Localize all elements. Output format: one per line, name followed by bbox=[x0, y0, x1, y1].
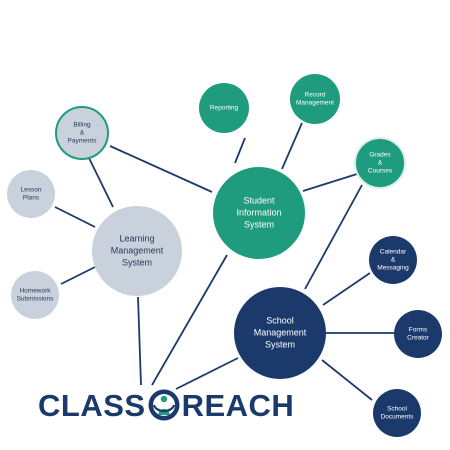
node-label-record: Management bbox=[296, 100, 334, 107]
node-label-calendar: Messaging bbox=[377, 265, 409, 272]
node-label-billing: Billing bbox=[73, 122, 91, 129]
diagram-nodes: StudentInformationSystemSchoolManagement… bbox=[7, 74, 442, 437]
node-label-sms: System bbox=[265, 339, 295, 349]
classreach-logo: CLASS REACH bbox=[38, 388, 294, 422]
node-calendar: Calendar&Messaging bbox=[369, 236, 417, 284]
node-circle-homework bbox=[11, 271, 59, 319]
node-label-calendar: & bbox=[391, 257, 396, 264]
connector-line bbox=[234, 137, 246, 164]
node-label-sis: Information bbox=[236, 207, 281, 217]
node-circle-record bbox=[290, 74, 340, 124]
connector-line bbox=[88, 157, 114, 208]
node-circle-grades bbox=[354, 137, 406, 189]
logo-text-class: CLASS bbox=[38, 387, 146, 423]
node-label-grades: Grades bbox=[369, 152, 391, 159]
node-circle-billing bbox=[55, 106, 109, 160]
node-label-forms: Forms bbox=[409, 327, 428, 334]
connector-line bbox=[281, 122, 303, 170]
node-label-documents: School bbox=[387, 406, 407, 413]
node-circle-reporting bbox=[199, 83, 249, 133]
node-reporting: Reporting bbox=[199, 83, 249, 133]
node-label-billing: Payments bbox=[68, 138, 98, 145]
connector-line bbox=[60, 266, 96, 285]
node-label-grades: Courses bbox=[368, 168, 393, 175]
node-label-sms: Management bbox=[254, 327, 307, 337]
connector-line bbox=[322, 272, 371, 306]
node-label-lms: Management bbox=[111, 245, 164, 255]
node-circle-lms bbox=[92, 206, 182, 296]
connector-line bbox=[175, 357, 239, 390]
connector-line bbox=[54, 206, 96, 228]
connector-line bbox=[302, 173, 358, 192]
logo-emblem-icon bbox=[148, 389, 180, 421]
connector-line bbox=[151, 254, 228, 386]
node-label-lesson: Plans bbox=[23, 195, 40, 202]
node-circle-documents bbox=[373, 389, 421, 437]
node-billing: Billing&Payments bbox=[55, 106, 109, 160]
node-label-lms: Learning bbox=[119, 233, 154, 243]
node-label-record: Record bbox=[305, 92, 326, 99]
node-label-reporting: Reporting bbox=[210, 105, 239, 112]
node-grades: Grades&Courses bbox=[354, 137, 406, 189]
node-label-documents: Documents bbox=[381, 414, 415, 421]
connector-lines bbox=[54, 122, 394, 401]
connector-line bbox=[109, 145, 213, 193]
connector-line bbox=[304, 184, 363, 290]
node-label-calendar: Calendar bbox=[380, 249, 407, 256]
node-circle-calendar bbox=[369, 236, 417, 284]
node-label-sms: School bbox=[266, 315, 294, 325]
node-label-grades: & bbox=[378, 160, 383, 167]
node-label-billing: & bbox=[80, 130, 85, 137]
connector-line bbox=[321, 359, 373, 401]
node-circle-lesson bbox=[7, 170, 55, 218]
node-label-lms: System bbox=[122, 257, 152, 267]
node-label-forms: Creator bbox=[407, 335, 430, 342]
connector-line bbox=[137, 296, 142, 386]
node-circle-sis bbox=[213, 167, 305, 259]
node-label-lesson: Lesson bbox=[21, 187, 42, 194]
logo-text-reach: REACH bbox=[181, 387, 295, 423]
node-label-sis: System bbox=[244, 219, 274, 229]
node-label-homework: Submissions bbox=[17, 296, 55, 303]
node-circle-sms bbox=[234, 287, 326, 379]
node-label-homework: Homework bbox=[19, 288, 51, 295]
node-circle-forms bbox=[394, 310, 442, 358]
node-label-sis: Student bbox=[243, 195, 275, 205]
